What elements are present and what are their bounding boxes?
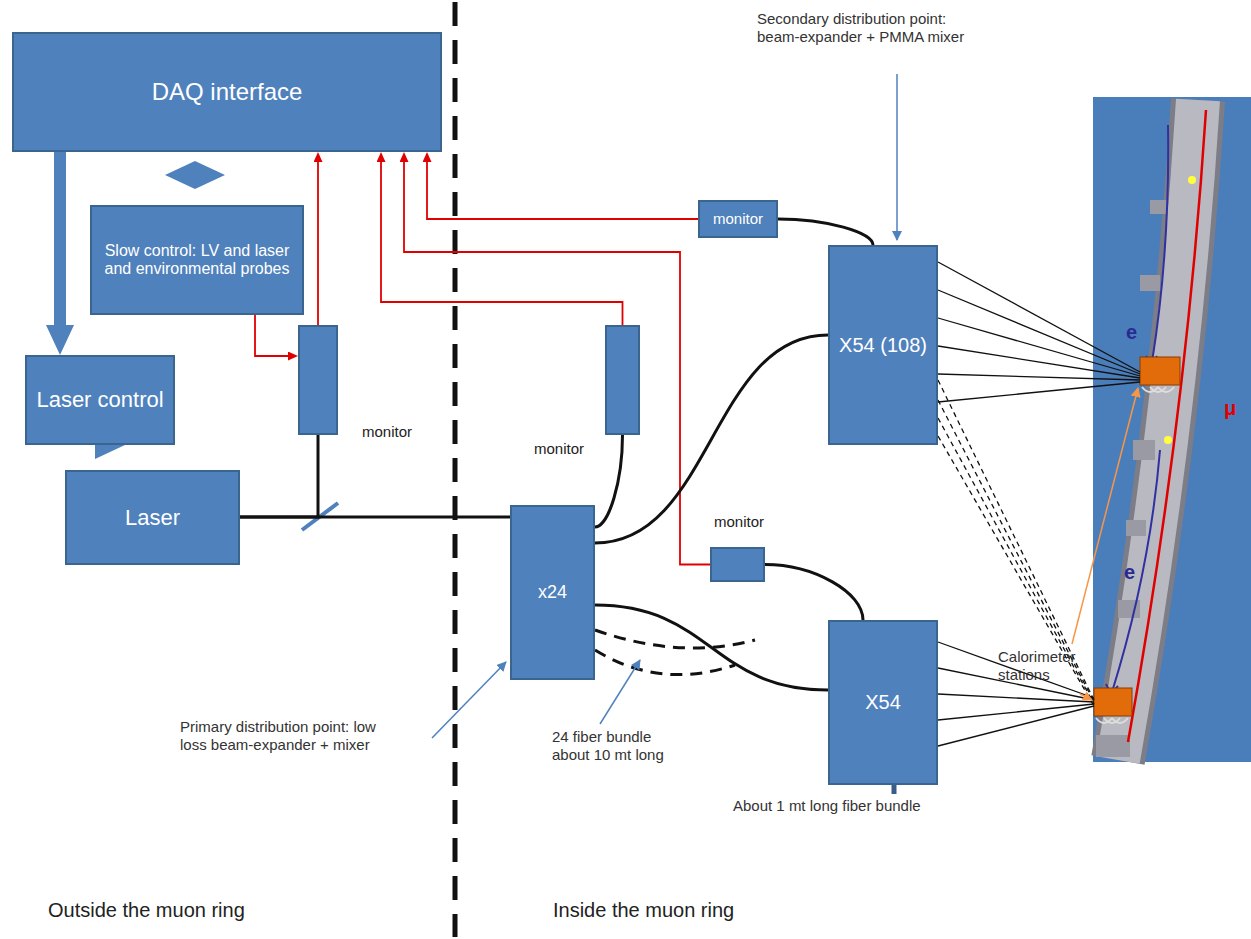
box-text: X54: [859, 691, 907, 714]
leader-arrow: [1072, 388, 1138, 644]
leader-arrow: [600, 660, 640, 724]
box-text: Laser control: [30, 387, 169, 412]
ring-divider: [453, 2, 458, 937]
leader-arrow: [432, 662, 506, 738]
fiber-fan: [938, 262, 1140, 746]
calorimeter-station: [1094, 688, 1132, 716]
monitor-box: monitor: [698, 200, 778, 238]
optical-fiber: [240, 435, 318, 517]
ring-panel: [1093, 97, 1251, 762]
annotation: Inside the muon ring: [553, 898, 853, 922]
signal-line: [427, 162, 698, 219]
leader-arrow: [1080, 694, 1092, 700]
optical-fiber: [595, 605, 828, 690]
box-text: DAQ interface: [146, 78, 309, 106]
laser-box: Laser: [65, 470, 240, 565]
optical-fiber: [765, 565, 863, 621]
laser-control-box: Laser control: [25, 355, 175, 445]
box-text: x24: [532, 582, 573, 603]
primary-distributor: x24: [510, 505, 595, 680]
particle-symbol: e: [1126, 320, 1146, 344]
signal-line: [381, 162, 623, 325]
monitor-box: monitor: [298, 325, 338, 435]
optical-fiber: [595, 435, 623, 527]
particle-symbol: μ: [1224, 396, 1244, 420]
particle-symbol: e: [1124, 560, 1144, 584]
box-text: monitor: [707, 210, 769, 227]
annotation: Secondary distribution point: beam-expan…: [757, 10, 972, 46]
annotation: About 1 mt long fiber bundle: [733, 797, 993, 815]
box-text: Slow control: LV and laser and environme…: [92, 242, 302, 279]
box-text: Laser: [119, 505, 186, 530]
secondary-distributor: X54 (108): [828, 245, 938, 445]
annotation: Primary distribution point: low loss bea…: [180, 718, 385, 754]
box-text: X54 (108): [833, 334, 933, 357]
secondary-distributor: X54: [828, 620, 938, 785]
annotation: Outside the muon ring: [48, 898, 348, 922]
daq-box: DAQ interface: [12, 32, 442, 152]
monitor-label: monitor: [534, 440, 584, 457]
monitor-box: monitor: [605, 325, 640, 435]
optical-fiber: [778, 219, 873, 245]
optical-fiber: [240, 516, 510, 519]
monitor-box: monitor: [710, 547, 765, 582]
leader-arrow: [896, 74, 898, 240]
annotation: Calorimeter stations: [998, 648, 1090, 684]
signal-line: [317, 162, 319, 325]
monitor-label: monitor: [714, 513, 764, 530]
monitor-label: monitor: [362, 423, 412, 440]
control-arrow: [54, 152, 66, 325]
signal-line: [255, 315, 288, 356]
slow-control-box: Slow control: LV and laser and environme…: [90, 205, 304, 315]
muon-ring-vacuum-chamber: [1094, 100, 1206, 760]
fiber-bundle: [595, 630, 755, 675]
calorimeter-station: [1140, 357, 1180, 385]
annotation: 24 fiber bundle about 10 mt long: [552, 728, 692, 764]
